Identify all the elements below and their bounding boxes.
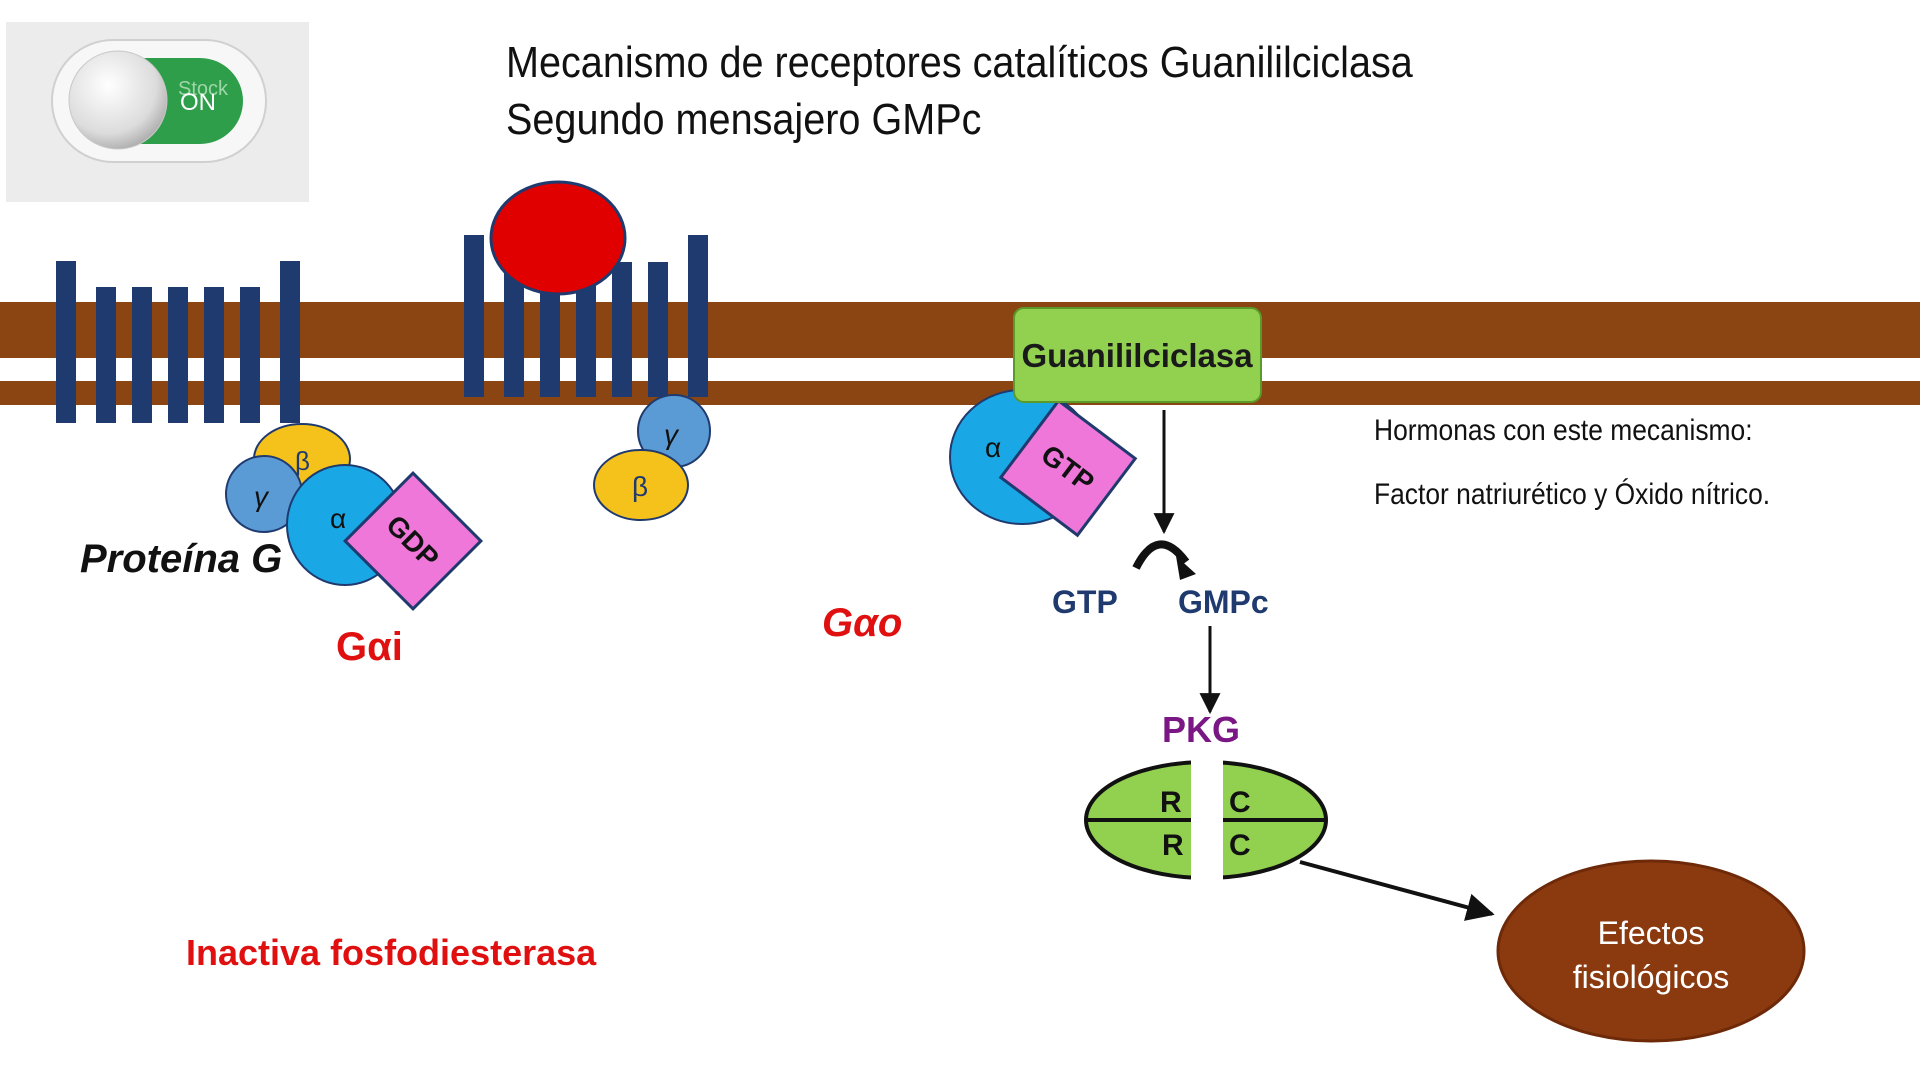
effects-node: Efectos fisiológicos: [1496, 859, 1806, 1043]
gtp-substrate-label: GTP: [1052, 584, 1118, 620]
guanylyl-cyclase: α GTP Guanililciclasa: [949, 307, 1262, 538]
pkg-split-gap: [1191, 756, 1223, 886]
gamma-label-middle: γ: [664, 419, 680, 450]
switch-on-label: ON: [180, 89, 216, 116]
conversion-curve: [1132, 540, 1190, 570]
gmpc-product-label: GMPc: [1178, 584, 1269, 620]
slide-title: Mecanismo de receptores catalíticos Guan…: [506, 34, 1413, 148]
pkg-subunit-r-top: R: [1160, 786, 1182, 819]
gamma-label-left: γ: [254, 481, 270, 512]
receptor-middle: [464, 235, 708, 397]
switch-knob: [68, 50, 168, 150]
beta-subunit-middle: [593, 449, 689, 521]
conversion-arrowhead: [1176, 556, 1196, 580]
pkg-subunit-c-bottom: C: [1229, 829, 1251, 862]
effects-label-line1: Efectos: [1598, 915, 1705, 951]
cyclase-box: [1013, 307, 1262, 403]
g-alpha-o-label: Gαo: [822, 601, 902, 645]
title-line-1: Mecanismo de receptores catalíticos Guan…: [506, 38, 1413, 87]
hormones-heading: Hormonas con este mecanismo:: [1374, 414, 1753, 447]
alpha-label-left: α: [330, 503, 346, 534]
alpha-label-cyclase: α: [985, 432, 1001, 463]
gtp-bound-box: GTP: [998, 398, 1138, 538]
cell-membrane: [0, 302, 1920, 405]
g-protein-left: β γ α GDP: [225, 423, 484, 612]
beta-label-middle: β: [632, 471, 648, 502]
title-line-2: Segundo mensajero GMPc: [506, 95, 982, 144]
pkg-label: PKG: [1162, 709, 1240, 750]
membrane-outer-layer: [0, 302, 1920, 358]
pkg-enzyme: R C R C: [1084, 756, 1328, 886]
g-alpha-i-label: Gαi: [336, 625, 403, 669]
pkg-to-effects-arrow: [1299, 860, 1495, 921]
inactiva-fosfodiesterasa-label: Inactiva fosfodiesterasa: [186, 932, 597, 973]
ligand: [489, 180, 627, 296]
hormones-list: Factor natriurético y Óxido nítrico.: [1374, 478, 1771, 511]
proteina-g-label: Proteína G: [80, 537, 282, 581]
effects-label-line2: fisiológicos: [1573, 959, 1730, 995]
pkg-subunit-r-bottom: R: [1162, 829, 1184, 862]
pkg-subunit-c-top: C: [1229, 786, 1251, 819]
membrane-inner-layer: [0, 381, 1920, 405]
beta-label-left: β: [295, 446, 310, 476]
g-protein-middle: γ β: [593, 394, 711, 521]
receptor-left: [56, 261, 300, 423]
switch-watermark: Stock: [178, 78, 229, 100]
cyclase-label: Guanililciclasa: [1021, 337, 1253, 374]
toggle-switch: Stock ON: [51, 39, 267, 163]
effects-ellipse: [1496, 859, 1806, 1043]
gdp-box: GDP: [342, 470, 484, 612]
